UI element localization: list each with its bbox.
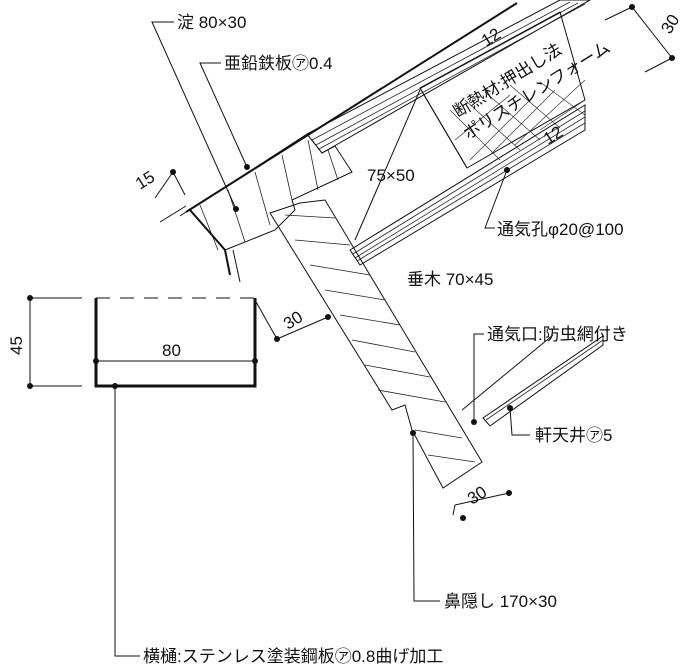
bottom-board (349, 104, 586, 266)
dim-fascia-thickness: 30 (464, 482, 490, 508)
soffit-board (471, 335, 604, 427)
yodo-block (189, 133, 353, 251)
dim-gutter-height: 45 (7, 336, 26, 355)
label-gutter: 横樋:ステンレス塗装鋼板㋐0.8曲げ加工 (143, 646, 443, 666)
dim-gutter-width: 80 (162, 341, 181, 360)
label-yodo: 淀 80×30 (177, 13, 246, 32)
leader-lines (114, 21, 554, 657)
insulation (419, 11, 586, 169)
dim-top-board: 12 (478, 24, 504, 50)
label-galvanized-sheet: 亜鉛鉄板㋐0.4 (224, 54, 333, 73)
label-rafter: 垂木 70×45 (407, 270, 493, 289)
gutter (93, 297, 258, 389)
label-soffit: 軒天井㋐5 (535, 426, 612, 445)
fascia-board (269, 199, 483, 489)
label-vent-hole: 通気孔φ20@100 (497, 220, 624, 239)
eave-flashing (189, 209, 241, 283)
dim-bottom-board: 12 (540, 122, 566, 148)
dim-fascia-gap: 30 (280, 307, 306, 333)
dim-eave-15: 15 (132, 167, 158, 193)
dim-roof-thickness: 30 (657, 11, 683, 37)
label-vent-opening: 通気口:防虫網付き (487, 325, 628, 344)
label-purlin-size: 75×50 (367, 166, 415, 185)
dimension-lines (27, 4, 675, 521)
label-fascia: 鼻隠し 170×30 (444, 592, 557, 611)
